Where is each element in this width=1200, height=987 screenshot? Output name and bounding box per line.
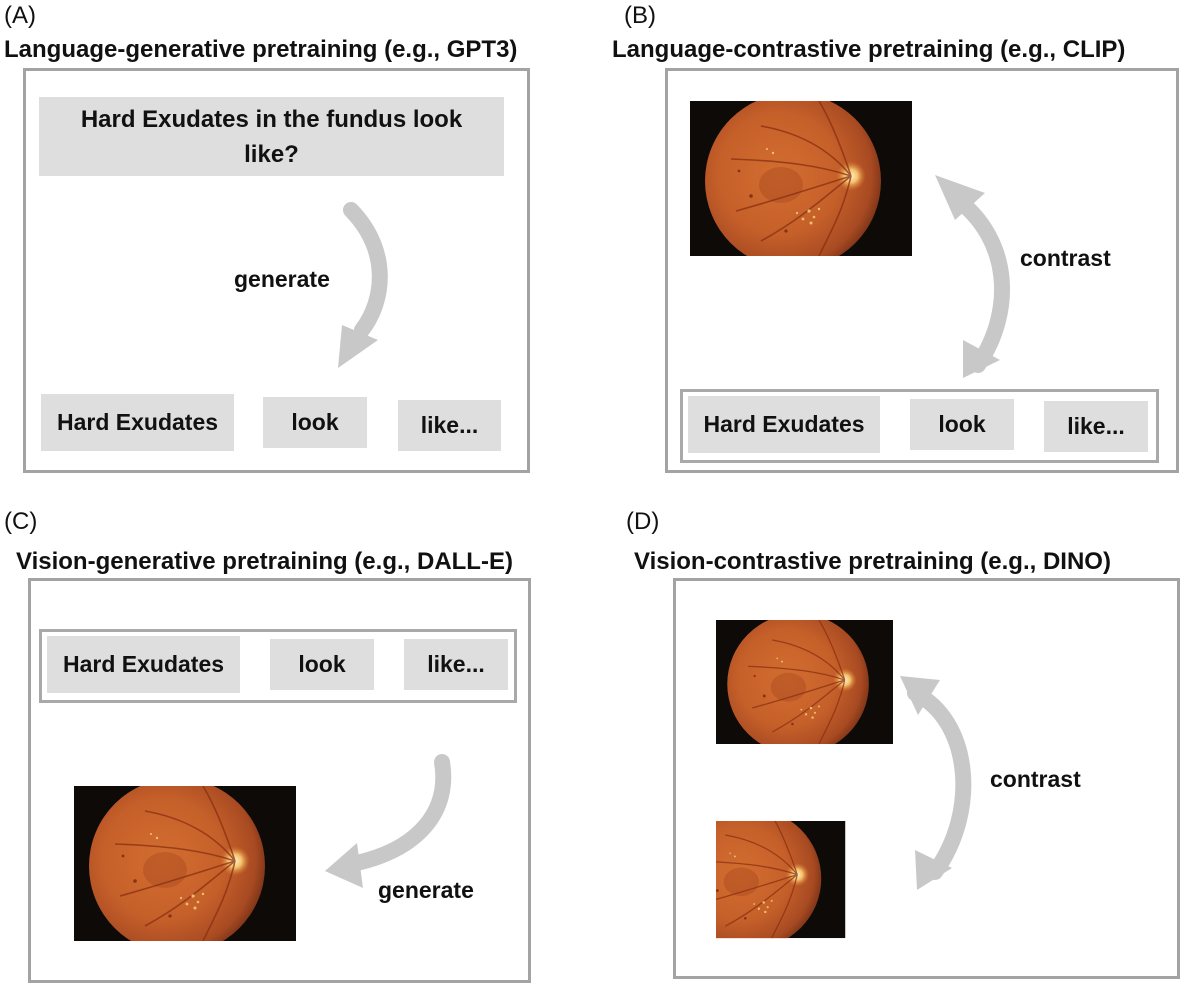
panel-b-frame: contrast Hard Exudates look like... xyxy=(665,68,1179,473)
panel-b-letter: (B) xyxy=(624,2,656,29)
panel-d-letter: (D) xyxy=(626,508,660,535)
token-hard-exudates: Hard Exudates xyxy=(47,636,240,693)
panel-b-title: Language-contrastive pretraining (e.g., … xyxy=(612,36,1126,63)
contrast-label: contrast xyxy=(1020,245,1111,271)
token-row-frame: Hard Exudates look like... xyxy=(39,629,517,703)
token-look: look xyxy=(910,399,1014,450)
panel-a-title: Language-generative pretraining (e.g., G… xyxy=(4,36,518,63)
panel-d-frame: contrast xyxy=(673,578,1180,979)
prompt-box: Hard Exudates in the fundus look like? xyxy=(39,97,504,176)
panel-c-frame: Hard Exudates look like... generate xyxy=(28,578,531,983)
token-look: look xyxy=(270,639,374,690)
token-hard-exudates: Hard Exudates xyxy=(688,396,880,453)
panel-d-title: Vision-contrastive pretraining (e.g., DI… xyxy=(634,548,1111,575)
token-like: like... xyxy=(404,639,508,690)
panel-c-letter: (C) xyxy=(4,508,38,535)
fundus-image xyxy=(716,620,893,744)
token-like: like... xyxy=(1044,401,1148,452)
panel-c-title: Vision-generative pretraining (e.g., DAL… xyxy=(16,548,513,575)
panel-a-frame: Hard Exudates in the fundus look like? g… xyxy=(23,68,530,473)
token-hard-exudates: Hard Exudates xyxy=(41,394,234,451)
fundus-image xyxy=(690,101,912,256)
fundus-image-crop xyxy=(716,821,893,944)
generate-label: generate xyxy=(234,266,330,292)
generate-label: generate xyxy=(378,877,474,903)
token-row-frame: Hard Exudates look like... xyxy=(680,389,1159,463)
token-look: look xyxy=(263,397,367,448)
panel-a-letter: (A) xyxy=(4,2,36,29)
fundus-image xyxy=(74,786,296,941)
token-like: like... xyxy=(398,400,501,451)
contrast-label: contrast xyxy=(990,766,1081,792)
